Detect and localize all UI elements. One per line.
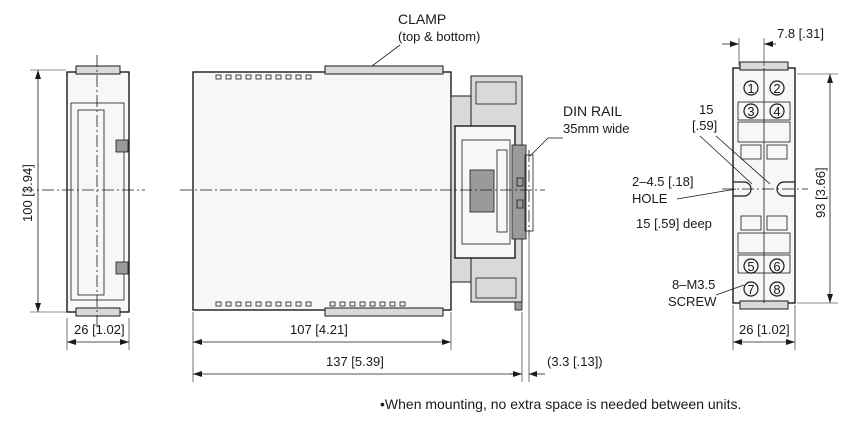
front-view-vent-top <box>215 74 312 80</box>
clamp-callout-sub: (top & bottom) <box>398 29 480 44</box>
svg-text:5: 5 <box>747 259 754 274</box>
svg-text:4: 4 <box>773 104 780 119</box>
socket-view: 1 2 3 4 5 6 7 8 <box>632 26 838 350</box>
svg-text:1: 1 <box>747 81 754 96</box>
side-view-outline <box>66 71 130 313</box>
clamp-callout-label: CLAMP <box>398 11 446 27</box>
terminal-6: 6 <box>769 258 785 274</box>
total-depth-dimension-label: 137 [5.39] <box>326 354 384 369</box>
hole-word-label: HOLE <box>632 191 668 206</box>
front-view-bottom-clamp <box>324 307 444 317</box>
front-view-body <box>192 71 452 311</box>
rail-offset-dimension-label: (3.3 [.13]) <box>547 354 603 369</box>
svg-text:7: 7 <box>747 282 754 297</box>
height-dimension-label: 100 [3.94] <box>20 164 35 222</box>
hole-offset-label: 15 <box>699 102 713 117</box>
screw-word-label: SCREW <box>668 294 717 309</box>
din-rail-callout-label: DIN RAIL <box>563 103 622 119</box>
screw-size-label: 8–M3.5 <box>672 277 715 292</box>
socket-width-dimension-label: 26 [1.02] <box>739 322 790 337</box>
terminal-5: 5 <box>743 258 759 274</box>
hole-depth-label: 15 [.59] deep <box>636 216 712 231</box>
din-rail-clip <box>511 144 527 240</box>
front-view-vent-bottom <box>215 301 406 307</box>
terminal-1: 1 <box>743 80 759 96</box>
socket-pitch-dimension-label: 7.8 [.31] <box>777 26 824 41</box>
side-width-dimension-label: 26 [1.02] <box>74 322 125 337</box>
hole-offset-label-in: [.59] <box>692 118 717 133</box>
din-rail-callout-sub: 35mm wide <box>563 121 629 136</box>
front-view: CLAMP (top & bottom) DIN RAIL 35mm wide … <box>180 11 629 382</box>
din-rail-leader-line <box>529 137 563 157</box>
terminal-3: 3 <box>743 103 759 119</box>
side-view-latch-bottom <box>115 261 129 275</box>
side-view: 100 [3.94] 26 [1.02] <box>20 55 145 350</box>
hole-size-label: 2–4.5 [.18] <box>632 174 693 189</box>
terminal-2: 2 <box>769 80 785 96</box>
side-view-latch-top <box>115 139 129 153</box>
terminal-4: 4 <box>769 103 785 119</box>
front-view-socket <box>450 75 527 311</box>
socket-height-dimension-label: 93 [3.66] <box>813 167 828 218</box>
svg-text:2: 2 <box>773 81 780 96</box>
side-view-inner-frame <box>70 102 125 301</box>
side-view-inner-slot <box>77 109 105 296</box>
side-view-top-clamp <box>75 65 121 75</box>
side-view-bottom-clamp <box>75 307 121 317</box>
front-view-top-clamp <box>324 65 444 75</box>
svg-text:8: 8 <box>773 282 780 297</box>
mounting-note: •When mounting, no extra space is needed… <box>380 396 741 412</box>
clamp-leader-line <box>371 44 401 67</box>
terminal-7: 7 <box>743 281 759 297</box>
svg-text:6: 6 <box>773 259 780 274</box>
terminal-8: 8 <box>769 281 785 297</box>
body-depth-dimension-label: 107 [4.21] <box>290 322 348 337</box>
svg-text:3: 3 <box>747 104 754 119</box>
